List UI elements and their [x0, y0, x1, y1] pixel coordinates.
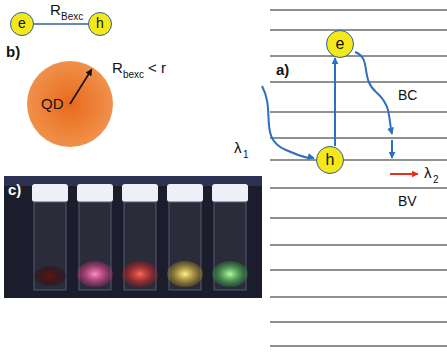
- node-text: e: [336, 35, 345, 53]
- wavelength-symbol: λ: [234, 140, 242, 157]
- node-text: e: [18, 16, 26, 31]
- panel-label: c): [8, 182, 21, 199]
- vials-photo: [4, 176, 262, 298]
- radius-arrow: [27, 61, 113, 147]
- electron-circle: e: [326, 30, 354, 58]
- recombination-arrow: [391, 140, 393, 158]
- radius-symbol: R: [50, 2, 61, 19]
- energy-levels: [270, 10, 447, 346]
- absorption-arrow: [262, 86, 314, 158]
- electron-circle: e: [10, 12, 34, 36]
- wavelength-symbol: λ: [424, 165, 432, 182]
- subscript: Bexc: [61, 11, 83, 22]
- excitation-arrow: [334, 58, 336, 146]
- hole-circle: h: [88, 12, 112, 36]
- panel-label: a): [276, 62, 289, 79]
- relaxation-arrow: [355, 52, 392, 134]
- radius-symbol: R: [112, 60, 123, 77]
- node-text: h: [326, 151, 335, 169]
- quantum-dot: QD: [27, 61, 113, 147]
- exciton-bond-line: [34, 23, 88, 25]
- band-label: BC: [398, 88, 417, 103]
- panel-label: b): [6, 44, 20, 61]
- subscript: bexc: [123, 69, 144, 80]
- subscript: 1: [243, 149, 249, 160]
- emission-arrow: [390, 173, 418, 175]
- hole-circle: h: [316, 146, 344, 174]
- node-text: QD: [41, 96, 64, 113]
- band-label: BV: [398, 194, 417, 209]
- node-text: h: [96, 16, 104, 31]
- relation-text: < r: [148, 60, 166, 77]
- subscript: 2: [433, 174, 439, 185]
